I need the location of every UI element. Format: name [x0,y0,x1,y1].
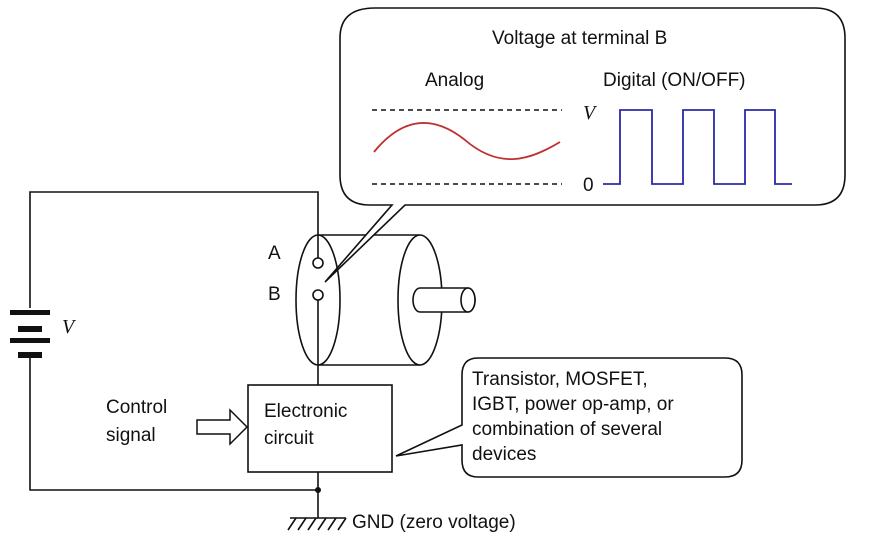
circuit-wires [29,191,319,518]
level-zero-label: 0 [583,175,594,196]
digital-waveform [603,109,792,185]
battery-plate-long-2 [10,338,50,343]
level-high-label: V [583,102,598,124]
ground-hatch-6 [337,517,347,531]
voltage-callout-title: Voltage at terminal B [492,28,667,49]
digital-label: Digital (ON/OFF) [603,70,746,91]
analog-waveform [373,122,561,161]
electronic-circuit-box [247,384,393,473]
terminal-a [312,257,324,269]
ground-hatch-4 [317,517,327,531]
devices-callout-bubble [395,357,743,478]
terminal-b-label: B [268,284,281,305]
control-signal-line2: signal [106,425,156,446]
devices-callout-line2: IGBT, power op-amp, or [472,394,674,415]
battery [10,310,50,358]
voltage-callout-bubble [324,7,846,283]
analog-label: Analog [425,70,484,91]
devices-callout-line3: combination of several [472,419,662,440]
ground-hatch-2 [297,517,307,531]
ground-hatch-5 [327,517,337,531]
terminal-b [312,289,324,301]
battery-plate-long-1 [10,310,50,315]
circuit-label-line1: Electronic [264,401,347,422]
ground-hatch-3 [307,517,317,531]
terminal-a-label: A [268,243,281,264]
wire-bottom [29,352,318,491]
ground-label: GND (zero voltage) [352,512,516,533]
devices-callout-line4: devices [472,444,536,465]
motor [295,234,476,366]
ground-symbol [287,517,347,531]
ground-hatch-1 [287,517,297,531]
circuit-label-line2: circuit [264,428,314,449]
battery-plate-short-2 [18,352,42,358]
wire-top [29,191,319,308]
devices-callout-line1: Transistor, MOSFET, [472,369,648,390]
control-signal-line1: Control [106,397,167,418]
battery-voltage-label: V [62,316,77,338]
control-signal-arrow [196,408,249,446]
ground-junction-dot [315,487,321,493]
battery-plate-short-1 [18,326,42,332]
motor-shaft-end [460,287,476,313]
